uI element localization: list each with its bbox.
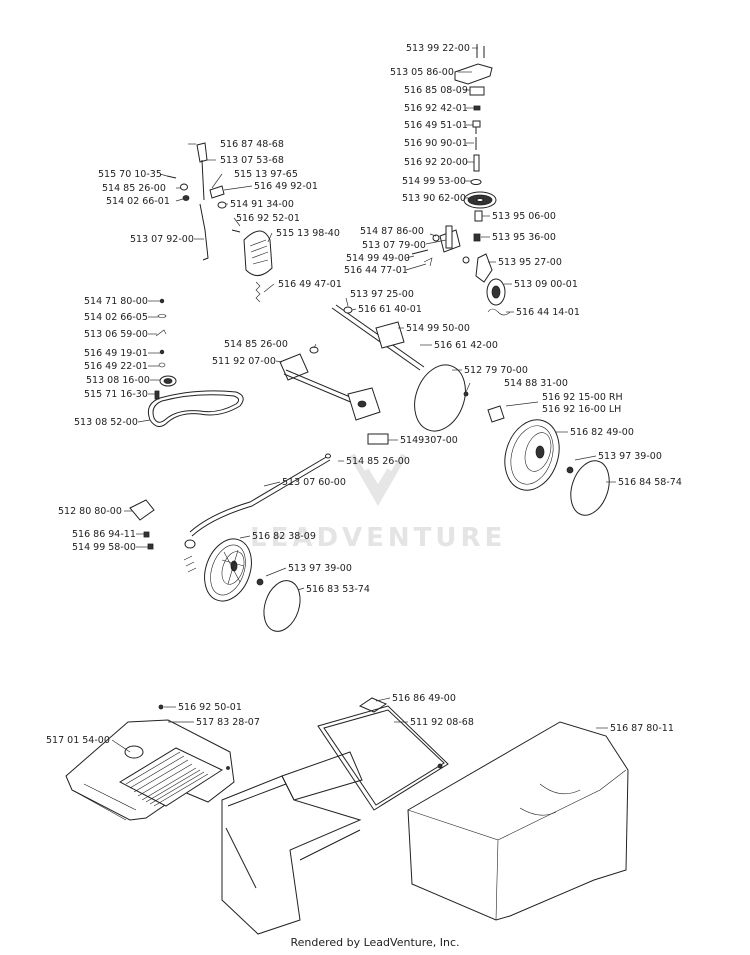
label-513-06-59-00: 513 06 59-00 <box>84 329 148 340</box>
label-513-09-00-01: 513 09 00-01 <box>514 279 578 290</box>
part-number-labels: 513 99 22-00 513 05 86-00 516 85 08-09 5… <box>46 43 682 746</box>
label-516-49-22-01: 516 49 22-01 <box>84 361 148 372</box>
label-516-49-51-01: 516 49 51-01 <box>404 120 468 131</box>
label-516-82-49-00: 516 82 49-00 <box>570 427 634 438</box>
label-516-90-90-01: 516 90 90-01 <box>404 138 468 149</box>
label-513-07-92-00: 513 07 92-00 <box>130 234 194 245</box>
leader-lines <box>111 47 616 753</box>
label-516-61-40-01: 516 61 40-01 <box>358 304 422 315</box>
height-adjuster-stack <box>411 44 511 316</box>
label-513-95-06-00: 513 95 06-00 <box>492 211 556 222</box>
label-514-85-26-00-c: 514 85 26-00 <box>346 456 410 467</box>
label-516-87-80-11: 516 87 80-11 <box>610 723 674 734</box>
label-516-82-38-09: 516 82 38-09 <box>252 531 316 542</box>
label-513-99-22-00: 513 99 22-00 <box>406 43 470 54</box>
label-513-07-79-00: 513 07 79-00 <box>362 240 426 251</box>
footer-credit: Rendered by LeadVenture, Inc. <box>290 936 460 949</box>
label-515-71-16-30: 515 71 16-30 <box>84 389 148 400</box>
label-512-80-80-00: 512 80 80-00 <box>58 506 122 517</box>
label-516-86-49-00: 516 86 49-00 <box>392 693 456 704</box>
label-511-92-08-68: 511 92 08-68 <box>410 717 474 728</box>
label-516-92-16-00-lh: 516 92 16-00 LH <box>542 404 621 415</box>
label-516-85-08-09: 516 85 08-09 <box>404 85 468 96</box>
label-514-87-86-00: 514 87 86-00 <box>360 226 424 237</box>
label-513-95-27-00: 513 95 27-00 <box>498 257 562 268</box>
watermark-logo: LEADVENTURE <box>250 453 506 553</box>
grass-bag <box>407 721 629 921</box>
label-513-07-60-00: 513 07 60-00 <box>282 477 346 488</box>
discharge-shroud <box>65 704 235 821</box>
label-513-07-53-68: 513 07 53-68 <box>220 155 284 166</box>
label-517-01-54-00: 517 01 54-00 <box>46 735 110 746</box>
label-516-49-92-01: 516 49 92-01 <box>254 181 318 192</box>
drive-shaft-assembly <box>129 304 425 573</box>
label-514-91-34-00: 514 91 34-00 <box>230 199 294 210</box>
label-514-85-26-00-b: 514 85 26-00 <box>224 339 288 350</box>
label-516-44-14-01: 516 44 14-01 <box>516 307 580 318</box>
label-515-70-10-35: 515 70 10-35 <box>98 169 162 180</box>
label-516-49-47-01: 516 49 47-01 <box>278 279 342 290</box>
label-513-97-39-00-a: 513 97 39-00 <box>598 451 662 462</box>
label-5149307-00: 5149307-00 <box>400 435 458 446</box>
left-rear-wheel <box>204 538 301 632</box>
label-517-83-28-07: 517 83 28-07 <box>196 717 260 728</box>
label-513-97-39-00-b: 513 97 39-00 <box>288 563 352 574</box>
label-514-02-66-05: 514 02 66-05 <box>84 312 148 323</box>
label-512-79-70-00: 512 79 70-00 <box>464 365 528 376</box>
label-514-02-66-01: 514 02 66-01 <box>106 196 170 207</box>
label-516-92-42-01: 516 92 42-01 <box>404 103 468 114</box>
label-516-49-19-01: 516 49 19-01 <box>84 348 148 359</box>
label-513-08-52-00: 513 08 52-00 <box>74 417 138 428</box>
label-516-84-58-74: 516 84 58-74 <box>618 477 682 488</box>
label-514-88-31-00: 514 88 31-00 <box>504 378 568 389</box>
label-513-97-25-00: 513 97 25-00 <box>350 289 414 300</box>
label-515-13-98-40: 515 13 98-40 <box>276 228 340 239</box>
label-516-83-53-74: 516 83 53-74 <box>306 584 370 595</box>
label-513-95-36-00: 513 95 36-00 <box>492 232 556 243</box>
watermark-text: LEADVENTURE <box>250 523 506 553</box>
label-516-44-77-01: 516 44 77-01 <box>344 265 408 276</box>
label-514-99-58-00: 514 99 58-00 <box>72 542 136 553</box>
label-513-08-16-00: 513 08 16-00 <box>86 375 150 386</box>
label-514-99-53-00: 514 99 53-00 <box>402 176 466 187</box>
label-514-85-26-00-a: 514 85 26-00 <box>102 183 166 194</box>
label-516-92-50-01: 516 92 50-01 <box>178 702 242 713</box>
small-parts-left <box>147 298 244 427</box>
label-516-92-15-00-rh: 516 92 15-00 RH <box>542 392 623 403</box>
label-513-90-62-00: 513 90 62-00 <box>402 193 466 204</box>
label-514-99-50-00: 514 99 50-00 <box>406 323 470 334</box>
label-516-87-48-68: 516 87 48-68 <box>220 139 284 150</box>
label-515-13-97-65: 515 13 97-65 <box>234 169 298 180</box>
label-514-71-80-00: 514 71 80-00 <box>84 296 148 307</box>
label-513-05-86-00: 513 05 86-00 <box>390 67 454 78</box>
label-516-86-94-11: 516 86 94-11 <box>72 529 136 540</box>
label-514-99-49-00: 514 99 49-00 <box>346 253 410 264</box>
label-516-92-52-01: 516 92 52-01 <box>236 213 300 224</box>
height-lever-assembly <box>166 142 273 303</box>
grass-bag-frame <box>221 697 449 935</box>
right-front-wheel <box>414 364 610 516</box>
label-511-92-07-00: 511 92 07-00 <box>212 356 276 367</box>
label-516-61-42-00: 516 61 42-00 <box>434 340 498 351</box>
label-516-92-20-00: 516 92 20-00 <box>404 157 468 168</box>
